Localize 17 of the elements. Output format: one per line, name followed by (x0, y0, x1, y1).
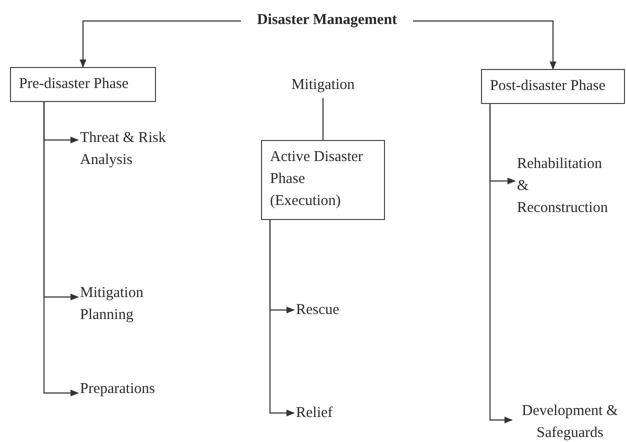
connector-arrow (489, 104, 513, 424)
step-text: Relief (296, 403, 356, 425)
phase-box: Pre-disaster Phase (10, 67, 156, 102)
connector-arrow (43, 102, 79, 396)
connector-arrow (413, 20, 556, 70)
step-text: Rehabilitation & Reconstruction (517, 152, 617, 222)
step-text: Development & Safeguards (514, 405, 626, 441)
phase-box: Post-disaster Phase (481, 69, 625, 104)
step-text: Mitigation Planning (80, 283, 180, 327)
step-text: Preparations (80, 378, 180, 402)
stage-label: Mitigation (286, 74, 360, 98)
step-text: Threat & Risk Analysis (80, 128, 168, 172)
connector-arrow (269, 220, 295, 416)
step-text: Rescue (296, 300, 356, 322)
connector-arrow (80, 20, 241, 68)
phase-box: Active Disaster Phase (Execution) (261, 140, 385, 220)
title-text: Disaster Management (247, 10, 407, 32)
